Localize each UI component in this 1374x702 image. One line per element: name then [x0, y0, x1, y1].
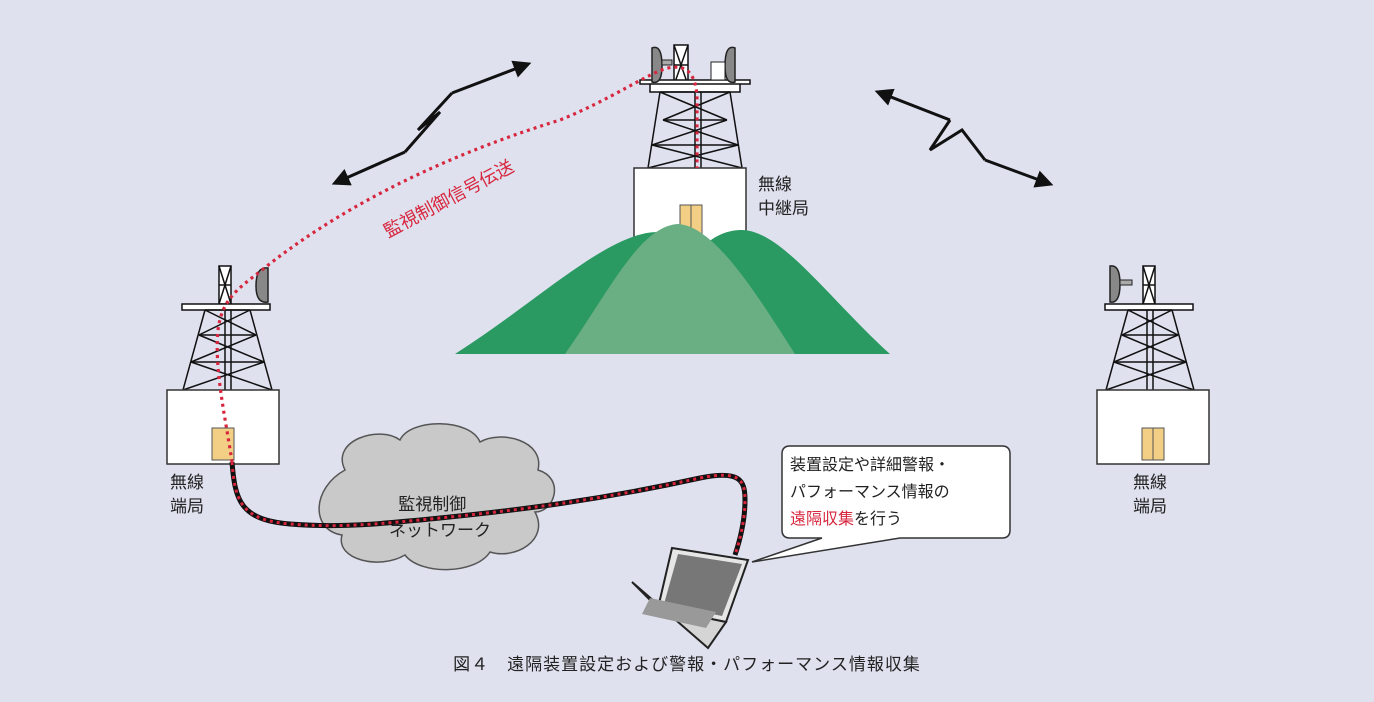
mountains — [455, 224, 890, 354]
double-arrow-icon — [984, 158, 1054, 188]
figure-caption: 図４ 遠隔装置設定および警報・パフォーマンス情報収集 — [453, 655, 921, 675]
right-tower-icon — [1104, 265, 1195, 391]
parabolic-antenna-icon — [651, 46, 673, 84]
left-terminal-station — [166, 265, 280, 465]
left-door — [211, 427, 235, 461]
double-arrow-icon — [874, 88, 951, 122]
cloud-icon — [318, 423, 556, 571]
network-cable — [229, 461, 748, 556]
speech-bubble-icon — [751, 445, 1011, 563]
relay-station — [633, 44, 751, 249]
lightning-zigzag-icon — [403, 91, 454, 153]
callout-text: 装置設定や詳細警報・ パフォーマンス情報の — [790, 455, 955, 501]
right-terminal-label: 無線 端局 — [1133, 473, 1172, 517]
double-arrow-icon — [451, 60, 532, 95]
lightning-zigzag-icon — [928, 119, 987, 161]
right-terminal-station — [1096, 265, 1210, 465]
left-tower-icon — [181, 265, 273, 391]
callout-line3: 遠隔収集を行う — [790, 509, 902, 528]
signal-path-label: 監視制御信号伝送 — [380, 156, 517, 242]
relay-station-label: 無線 中継局 — [758, 175, 809, 219]
laptop-icon — [631, 546, 750, 650]
parabolic-antenna-icon — [710, 46, 736, 84]
monitoring-signal-path — [215, 65, 699, 463]
mountain-center — [565, 224, 795, 354]
double-arrow-icon — [331, 150, 406, 186]
parabolic-antenna-icon — [1109, 265, 1133, 303]
left-terminal-label: 無線 端局 — [170, 473, 209, 517]
left-radio-link — [331, 60, 532, 186]
right-radio-link — [874, 88, 1054, 188]
network-label: 監視制御 ネットワーク — [389, 495, 491, 541]
